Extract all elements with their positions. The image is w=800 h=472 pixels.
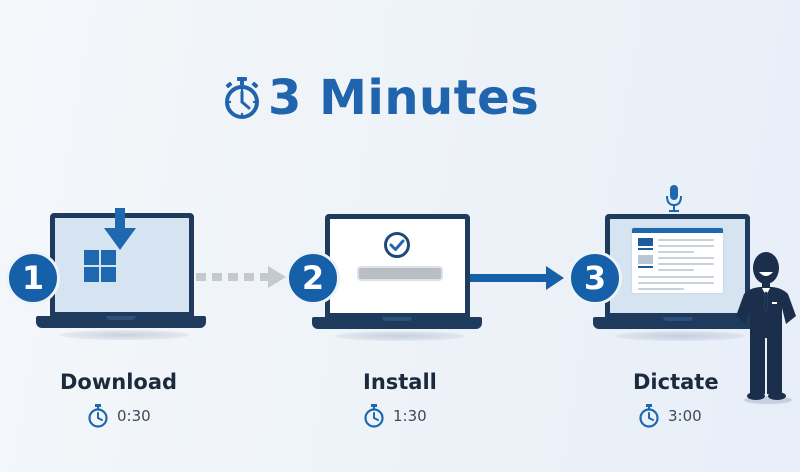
step-3-label: Dictate (633, 370, 719, 394)
time-value: 3:00 (668, 407, 702, 425)
laptop-notch (106, 316, 136, 320)
time-value: 1:30 (393, 407, 427, 425)
stopwatch-icon (639, 404, 659, 428)
laptop-notch (382, 317, 412, 321)
laptop-shadow (60, 330, 190, 340)
step-2-label: Install (363, 370, 437, 394)
step-2-badge: 2 (286, 251, 340, 305)
page-title: 3 Minutes (222, 70, 539, 126)
progress-bar (357, 266, 443, 281)
checkmark-circle-icon (384, 232, 410, 258)
laptop-shadow (335, 331, 465, 341)
microphone-icon (666, 185, 682, 212)
stopwatch-icon (88, 404, 108, 428)
step-1-badge: 1 (6, 251, 60, 305)
windows-logo-icon (84, 250, 116, 282)
laptop-notch (663, 317, 693, 321)
step-number: 1 (21, 259, 45, 297)
stopwatch-icon (364, 404, 384, 428)
stopwatch-icon (225, 77, 259, 119)
step-number: 3 (583, 259, 607, 297)
title-text: 3 Minutes (268, 70, 540, 126)
step-1-time: 0:30 (87, 404, 151, 428)
document-window-icon (632, 228, 723, 293)
laptop-base (36, 316, 206, 328)
step-2-time: 1:30 (363, 404, 427, 428)
laptop-base (593, 317, 763, 329)
laptop-base (312, 317, 482, 329)
solid-arrow-connector (470, 265, 566, 296)
step-3-time: 3:00 (638, 404, 702, 428)
step-3-badge: 3 (568, 251, 622, 305)
step-1-label: Download (60, 370, 178, 394)
businessman-figure-icon (736, 252, 796, 404)
step-number: 2 (301, 259, 325, 297)
time-value: 0:30 (117, 407, 151, 425)
laptop-shadow (615, 331, 745, 341)
dashed-arrow-connector (196, 266, 288, 293)
download-arrow-icon (104, 208, 136, 250)
